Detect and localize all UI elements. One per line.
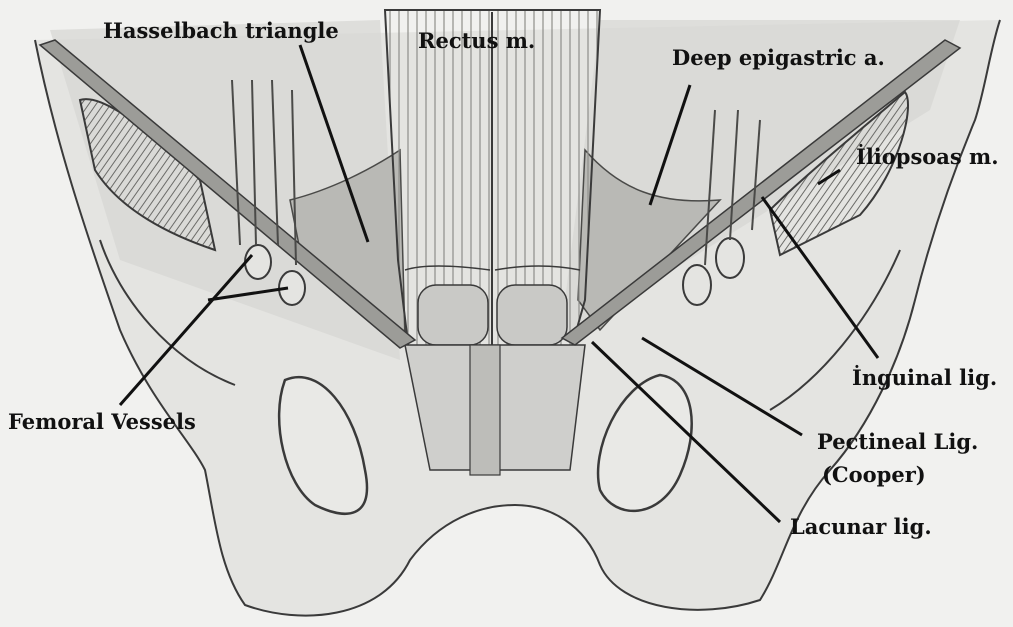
label-lacunar-ligament: Lacunar lig. xyxy=(790,515,932,539)
femoral-vessel-left-1 xyxy=(245,245,271,279)
rectus-insertion-right xyxy=(497,285,567,345)
label-rectus-muscle: Rectus m. xyxy=(418,29,535,53)
label-pectineal-ligament: Pectineal Lig. xyxy=(817,430,978,454)
label-hasselbach-triangle: Hasselbach triangle xyxy=(103,19,339,43)
rectus-insertion-left xyxy=(418,285,488,345)
femoral-vessel-right-1 xyxy=(683,265,711,305)
label-inguinal-ligament: İnguinal lig. xyxy=(852,366,997,390)
symphysis-joint xyxy=(470,345,500,475)
label-deep-epigastric-artery: Deep epigastric a. xyxy=(672,46,885,70)
label-femoral-vessels: Femoral Vessels xyxy=(8,410,196,434)
label-iliopsoas-muscle: İliopsoas m. xyxy=(856,145,999,169)
label-cooper: (Cooper) xyxy=(822,463,926,487)
femoral-vessel-right-2 xyxy=(716,238,744,278)
